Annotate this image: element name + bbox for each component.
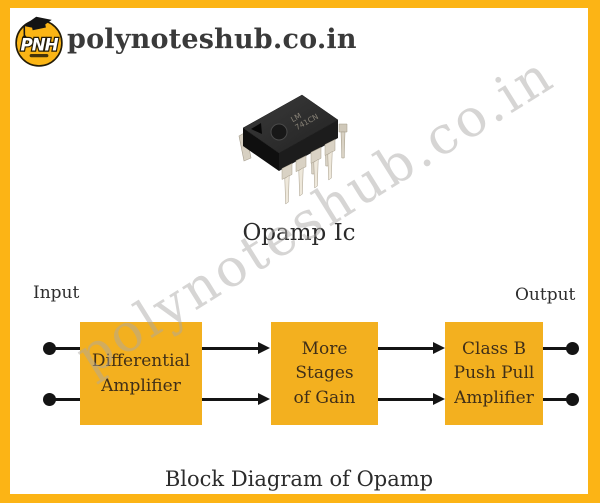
- pnh-logo: PNH: [15, 16, 63, 67]
- chip-front-pins: [281, 139, 336, 205]
- input-terminal-dot: [43, 342, 56, 355]
- signal-line: [543, 398, 572, 401]
- arrow-head-icon: [433, 342, 445, 354]
- graduation-cap-icon: [22, 16, 52, 40]
- signal-line: [202, 398, 258, 401]
- block-label-line: Stages: [295, 363, 354, 384]
- chip-body: LM 741CN: [242, 94, 339, 171]
- logo-ribbon: [29, 53, 49, 58]
- block-label-line: of Gain: [293, 387, 356, 408]
- input-terminal-dot: [43, 393, 56, 406]
- arrow-head-icon: [258, 393, 270, 405]
- block-label-line: Amplifier: [454, 387, 534, 408]
- block-label-line: More: [301, 339, 348, 360]
- signal-line: [50, 398, 80, 401]
- site-title: polynoteshub.co.in: [67, 24, 357, 55]
- output-label: Output: [515, 285, 576, 305]
- output-terminal-dot: [566, 342, 579, 355]
- block-class-b-push-pull-amplifier: Class B Push Pull Amplifier: [445, 322, 543, 425]
- signal-line: [50, 347, 80, 350]
- output-terminal-dot: [566, 393, 579, 406]
- logo-monogram: PNH: [21, 35, 59, 54]
- opamp-chip-illustration: LM 741CN: [238, 94, 348, 205]
- block-label-line: Differential: [91, 351, 191, 372]
- block-differential-amplifier: Differential Amplifier: [80, 322, 202, 425]
- arrow-head-icon: [258, 342, 270, 354]
- input-label: Input: [33, 283, 80, 303]
- chip-caption: Opamp Ic: [242, 220, 356, 246]
- block-more-stages-of-gain: More Stages of Gain: [271, 322, 378, 425]
- signal-line: [378, 398, 433, 401]
- block-label-line: Class B: [462, 339, 526, 360]
- chip-notch: [251, 123, 262, 134]
- signal-line: [378, 347, 433, 350]
- block-label-line: Push Pull: [453, 363, 535, 384]
- block-label-line: Amplifier: [101, 375, 181, 396]
- diagram-caption: Block Diagram of Opamp: [164, 467, 434, 491]
- chip-pin1-dimple: [270, 123, 288, 141]
- signal-line: [543, 347, 572, 350]
- signal-line: [202, 347, 258, 350]
- arrow-head-icon: [433, 393, 445, 405]
